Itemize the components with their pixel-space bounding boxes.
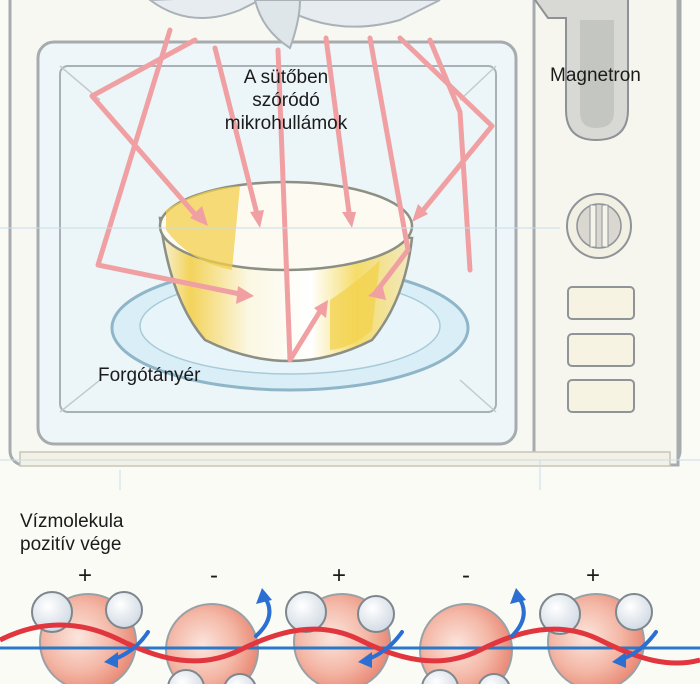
scattered-label-line1: A sütőben	[243, 67, 329, 88]
charge-sign-2: -	[210, 562, 218, 589]
control-buttons	[567, 286, 635, 413]
scattered-label-line3: mikrohullámok	[224, 113, 348, 134]
charge-sign-3: +	[332, 562, 347, 589]
water-molecules	[31, 591, 653, 684]
microwave-arrowheads	[190, 204, 428, 318]
charge-sign-4: -	[462, 562, 470, 589]
molecule-3	[285, 591, 395, 684]
molecule-2	[165, 603, 259, 684]
microwave-arrows	[89, 27, 495, 363]
water-label-line2: pozitív vége	[20, 534, 122, 555]
control-dial	[566, 193, 632, 259]
water-label-line1: Vízmolekula	[20, 511, 124, 532]
wave-line	[0, 622, 700, 666]
molecule-1	[31, 591, 143, 684]
molecule-4	[419, 603, 513, 684]
magnetron-unit	[533, 0, 629, 142]
water-molecule-label: Vízmolekula pozitív vége	[20, 510, 124, 556]
charge-sign-5: +	[586, 562, 601, 589]
guide-lines	[0, 227, 700, 490]
stirrer-fan	[148, 0, 441, 50]
charge-sign-1: +	[78, 562, 93, 589]
magnetron-label: Magnetron	[550, 65, 641, 86]
scattered-label-line2: szóródó	[252, 90, 320, 111]
scattered-waves-label: A sütőben szóródó mikrohullámok	[206, 66, 366, 135]
turntable-label: Forgótányér	[98, 365, 201, 386]
rotation-arrowheads	[104, 588, 626, 668]
field-wave	[0, 622, 700, 666]
